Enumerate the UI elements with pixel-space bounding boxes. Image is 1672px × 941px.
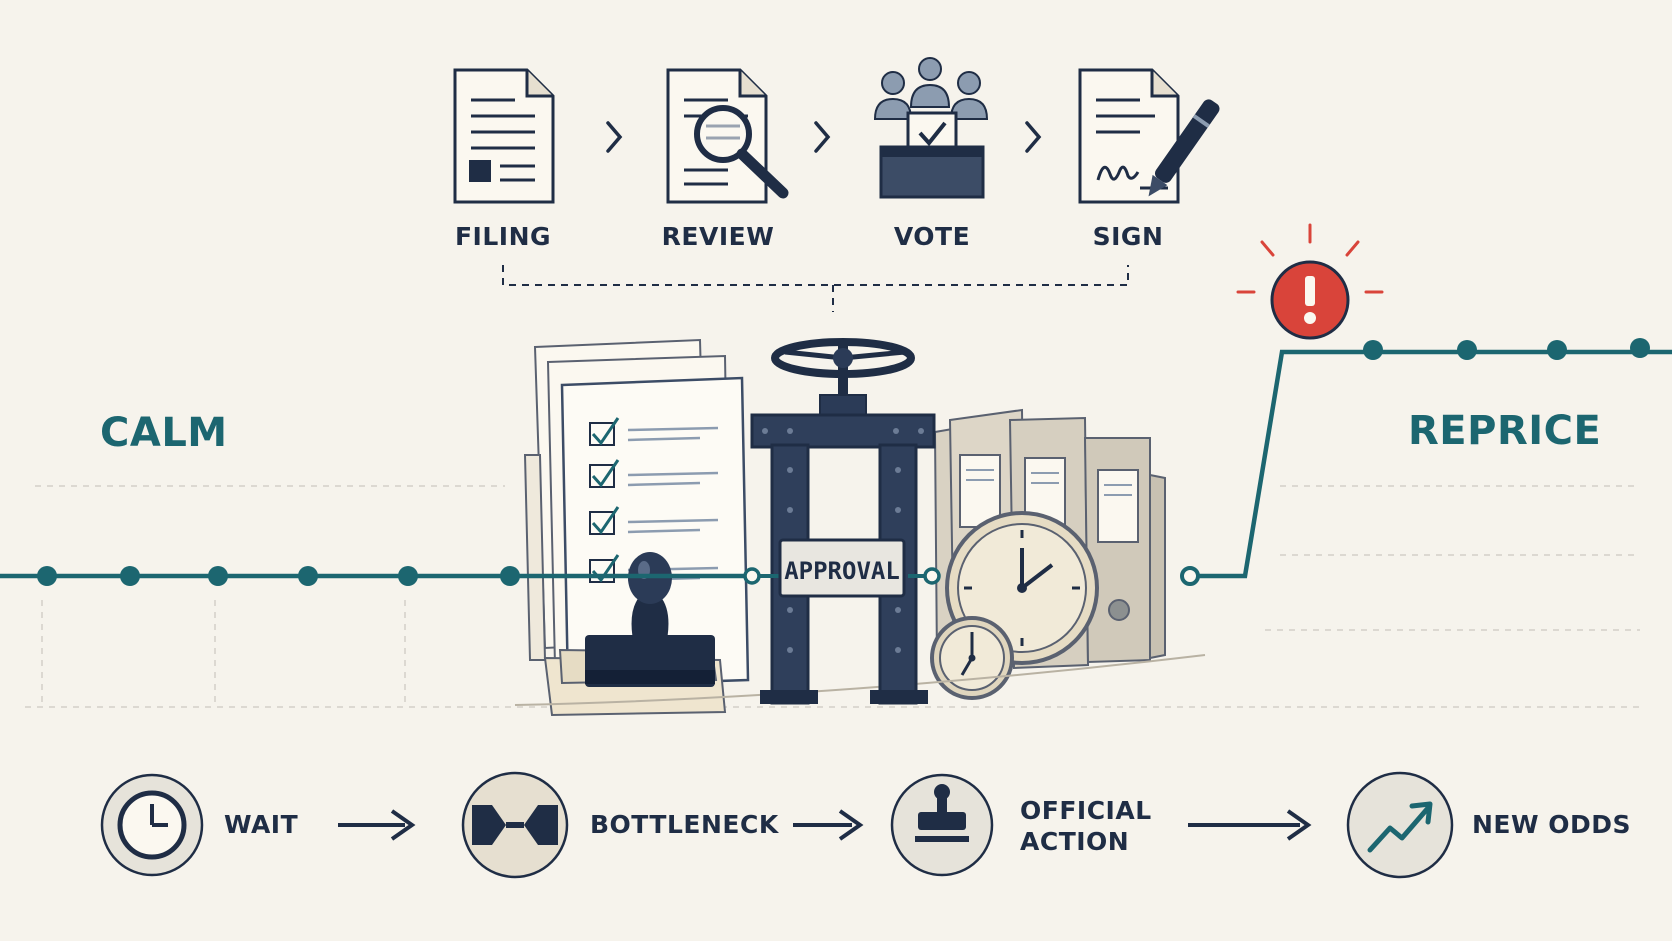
timeline-node-hollow xyxy=(1180,566,1200,586)
step-label-vote: VOTE xyxy=(893,222,971,251)
flow-label-new-odds: NEW ODDS xyxy=(1472,810,1632,839)
flow-label-action: ACTION xyxy=(1020,827,1130,856)
flow-label-official: OFFICIAL xyxy=(1020,796,1152,825)
approval-sign-text: APPROVAL xyxy=(784,557,900,585)
background-guides xyxy=(25,485,1640,708)
step-label-filing: FILING xyxy=(454,222,552,251)
chevron-right-icon xyxy=(606,121,623,153)
checklist-document xyxy=(560,376,750,688)
clock-icon xyxy=(100,773,204,877)
magnifier-document-icon xyxy=(666,68,789,204)
phase-label-reprice: REPRICE xyxy=(1408,408,1602,454)
arrow-right-icon xyxy=(1188,809,1312,841)
chevron-right-icon xyxy=(814,121,831,153)
step-label-sign: SIGN xyxy=(1092,222,1164,251)
arrow-right-icon xyxy=(793,809,864,841)
small-clock xyxy=(930,616,1014,700)
ballot-box-icon xyxy=(873,57,989,199)
document-icon xyxy=(453,68,555,204)
rubber-stamp xyxy=(543,552,727,717)
trend-up-icon xyxy=(1346,771,1454,879)
flow-label-wait: WAIT xyxy=(224,810,299,839)
flow-label-bottleneck: BOTTLENECK xyxy=(590,810,779,839)
bottleneck-icon xyxy=(461,771,569,879)
step-label-review: REVIEW xyxy=(661,222,775,251)
wall-clock xyxy=(945,511,1099,665)
process-bracket xyxy=(502,265,1129,312)
timeline-nodes xyxy=(37,338,1650,586)
exclamation-icon xyxy=(1236,223,1384,340)
signature-pen-icon xyxy=(1078,68,1220,204)
stamp-icon xyxy=(890,773,994,877)
chevron-right-icon xyxy=(1025,121,1042,153)
phase-label-calm: CALM xyxy=(100,410,228,456)
reprice-line xyxy=(1188,349,1672,579)
approval-press xyxy=(743,338,941,705)
arrow-right-icon xyxy=(338,809,416,841)
flow-label-official-action: OFFICIAL ACTION xyxy=(1020,795,1152,857)
ground-line xyxy=(514,654,1206,706)
